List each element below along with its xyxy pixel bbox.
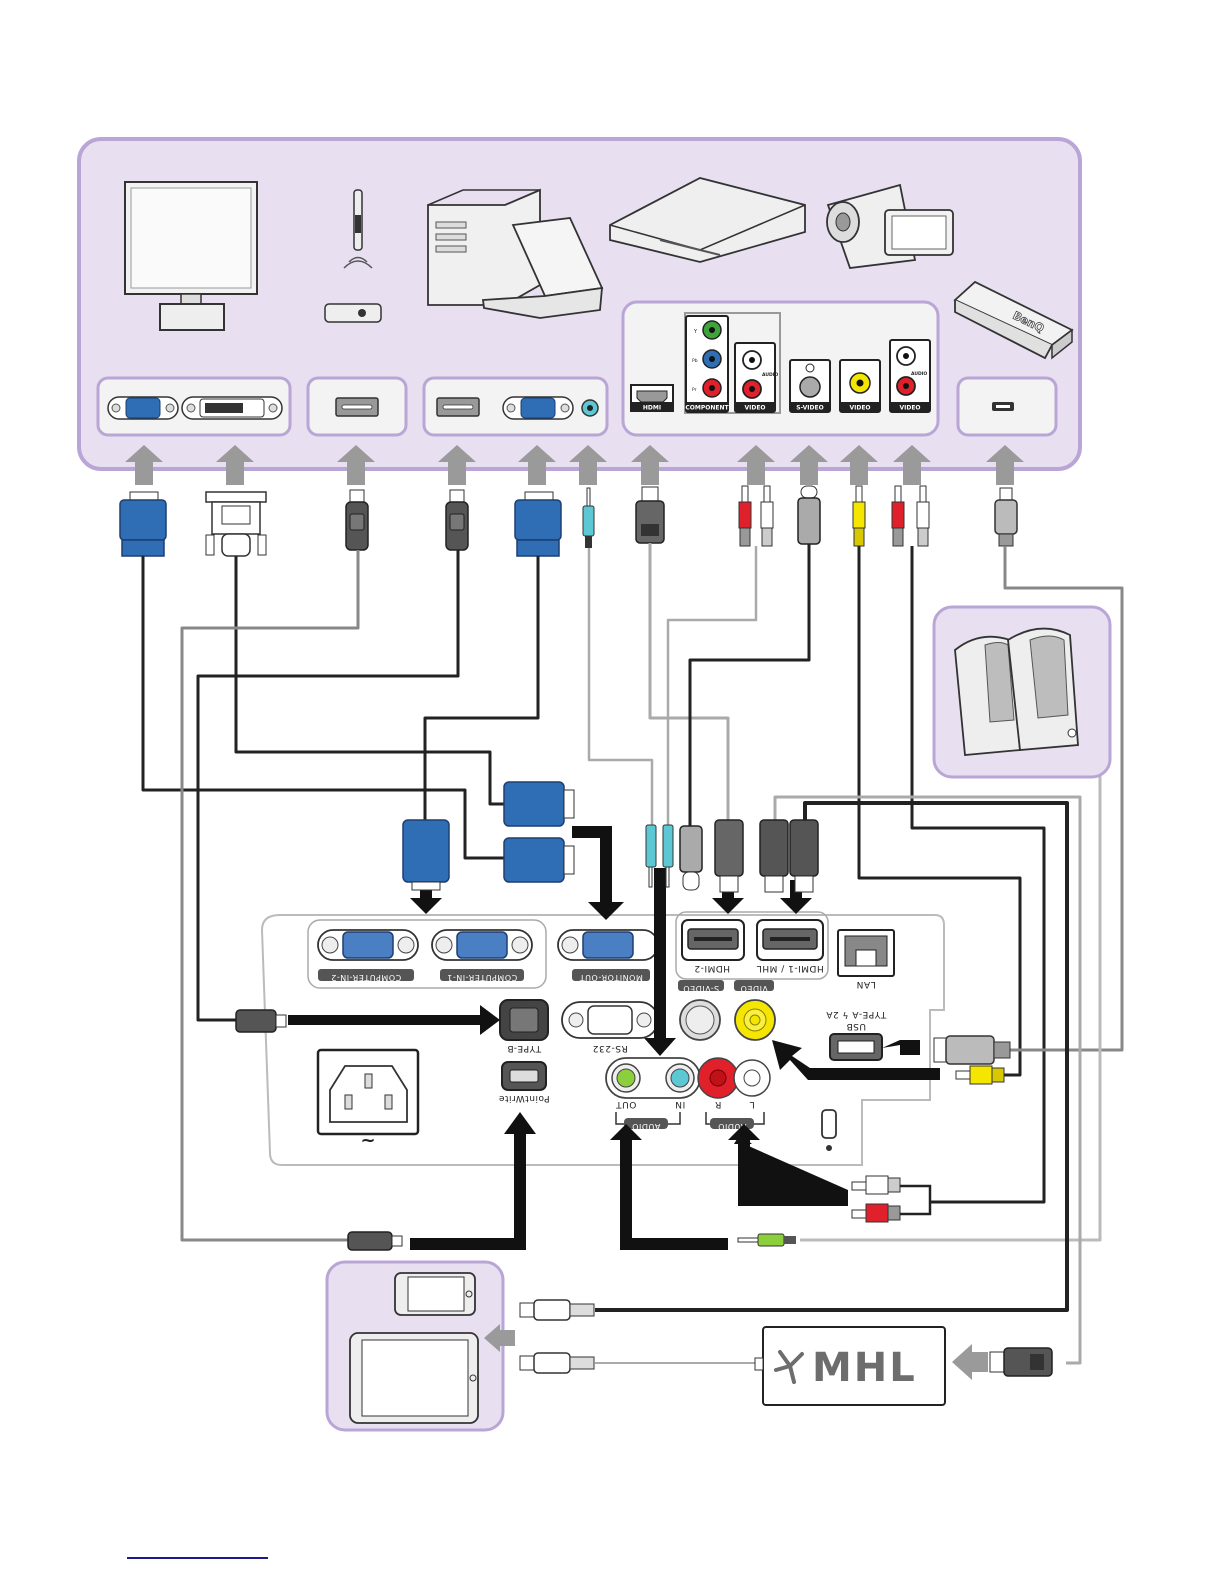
audio-out-port[interactable]	[612, 1064, 640, 1092]
hdmi-plug-icon	[760, 820, 788, 892]
micro-usb-port-icon	[992, 402, 1014, 411]
video-label: VIDEO	[744, 405, 765, 412]
hdmi-plug-icon	[636, 487, 664, 543]
hdmi-2-label: HDMI-2	[694, 963, 730, 973]
micro-usb-plug-icon	[995, 488, 1017, 546]
vga-plug-icon	[403, 820, 449, 890]
comp-pr-label: Pr	[692, 387, 697, 393]
speakers-icon	[955, 629, 1078, 755]
usb-plug-icon	[346, 490, 368, 550]
audio-label: AUDIO	[911, 371, 927, 377]
video-port-label: VIDEO	[740, 984, 768, 993]
usb-plug-icon	[934, 1036, 1010, 1064]
audio-r-port[interactable]	[698, 1058, 738, 1098]
vga-plug-icon	[504, 782, 574, 826]
audio-plug-icon	[583, 488, 594, 548]
svideo-source-port: S-VIDEO	[790, 360, 830, 412]
camcorder-audio-video-ports: AUDIO VIDEO	[890, 340, 930, 412]
mini-usb-plug-icon	[348, 1232, 402, 1250]
usb-type-a-port[interactable]	[830, 1034, 882, 1060]
mhl-adapter: MHL	[755, 1327, 945, 1405]
pointwrite-label: PointWrite	[498, 1093, 549, 1103]
usb-type-a-label: TYPE-A ϟ 2A	[825, 1009, 887, 1019]
hdmi-1-mhl-port[interactable]: HDMI-1 / MHL	[756, 920, 823, 973]
video-source-port: VIDEO	[840, 360, 880, 412]
svideo-plug-icon	[798, 486, 820, 544]
audio-l-label: L	[749, 1099, 755, 1109]
audio-plug-icon	[738, 1234, 796, 1246]
audio-out-label: OUT	[616, 1099, 637, 1109]
svideo-plug-icon	[680, 826, 702, 890]
smartphone-icon	[395, 1273, 475, 1315]
usb-port-icon	[336, 398, 378, 416]
vga-plug-icon	[120, 492, 166, 556]
pointwrite-port[interactable]: PointWrite	[498, 1062, 549, 1103]
mhl-logo-text: MHL	[812, 1345, 917, 1391]
usb-type-b-port[interactable]: TYPE-B	[500, 1000, 548, 1053]
computer-in-1-label: COMPUTER-IN-1	[447, 973, 517, 982]
rca-audio-plug-pair	[892, 486, 929, 546]
computer-in-2-port[interactable]: COMPUTER-IN-2	[318, 930, 418, 982]
arrow-to-mhl	[952, 1344, 988, 1380]
audio-label: AUDIO	[762, 372, 778, 378]
audio-l-port[interactable]	[734, 1060, 770, 1096]
dvi-plug-icon	[206, 492, 266, 556]
type-b-label: TYPE-B	[507, 1043, 542, 1053]
video-label: VIDEO	[899, 405, 920, 412]
video-label: VIDEO	[849, 405, 870, 412]
hdmi-1-mhl-label: HDMI-1 / MHL	[756, 963, 823, 973]
monitor-out-port[interactable]: MONITOR-OUT	[558, 930, 658, 982]
usb-plug-icon	[446, 490, 468, 550]
audio-in-port[interactable]	[666, 1064, 694, 1092]
micro-usb-plug-icon	[520, 1300, 594, 1320]
computer-in-2-label: COMPUTER-IN-2	[331, 973, 401, 982]
audio-r-label: R	[715, 1099, 722, 1109]
hdmi-plug-icon	[715, 820, 743, 892]
usb-label: USB	[846, 1021, 866, 1031]
rca-video-plug-icon	[956, 1066, 1004, 1084]
hdmi-label: HDMI	[643, 405, 661, 412]
component-label: COMPONENT	[685, 405, 729, 412]
tablet-icon	[350, 1333, 478, 1423]
comp-pb-label: Pb	[692, 358, 698, 364]
audio-group-1-label: AUDIO	[632, 1122, 661, 1131]
vga-plug-icon	[515, 492, 561, 556]
usb-port-icon	[437, 398, 479, 416]
svideo-port[interactable]	[680, 1000, 720, 1040]
video-in-port[interactable]	[735, 1000, 775, 1040]
rca-audio-plug-pair	[739, 486, 773, 546]
micro-usb-plug-icon	[520, 1353, 594, 1373]
vga-port-icon	[108, 397, 178, 419]
rs232-label: RS-232	[592, 1043, 627, 1053]
audio-jack-icon	[582, 400, 598, 416]
vga-plug-icon	[504, 838, 574, 882]
lan-label: LAN	[856, 979, 876, 989]
footer-link-underline[interactable]	[127, 1557, 268, 1559]
hdmi-source-port: HDMI	[631, 385, 673, 412]
svideo-label: S-VIDEO	[796, 405, 823, 412]
computer-in-1-port[interactable]: COMPUTER-IN-1	[432, 930, 532, 982]
vga-port-icon	[503, 397, 573, 419]
audio-in-label: IN	[675, 1099, 685, 1109]
svideo-port-label: S-VIDEO	[683, 984, 719, 993]
rca-audio-plug-pair	[852, 1176, 930, 1222]
hdmi-plug-icon	[990, 1348, 1052, 1376]
monitor-out-label: MONITOR-OUT	[579, 973, 643, 982]
component-audio-ports: AUDIO VIDEO	[735, 343, 778, 412]
component-ports: Y Pb Pr COMPONENT	[685, 316, 729, 412]
dvi-port-icon	[182, 397, 282, 419]
power-inlet[interactable]	[318, 1050, 418, 1134]
rca-video-plug-icon	[853, 486, 865, 546]
ac-symbol: ~	[360, 1130, 375, 1151]
